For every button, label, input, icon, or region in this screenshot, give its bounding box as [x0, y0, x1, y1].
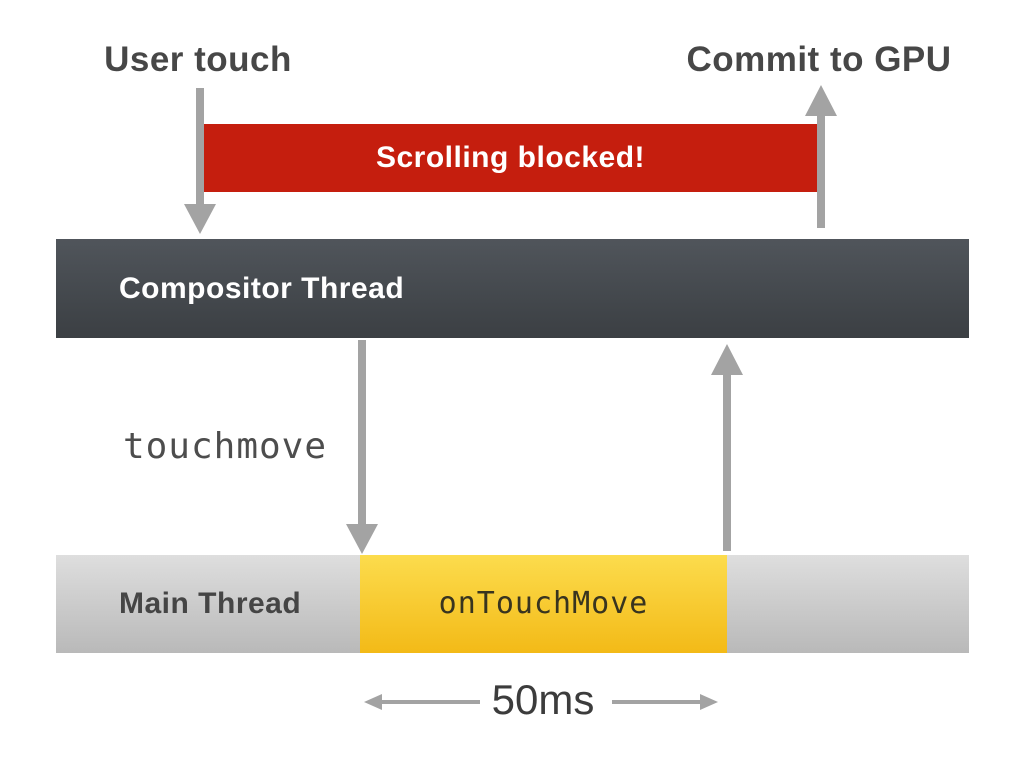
- touchmove-event-label: touchmove: [122, 426, 328, 467]
- user-touch-label: User touch: [104, 40, 292, 79]
- user-touch-arrow-down-icon: [184, 204, 216, 234]
- commit-to-gpu-arrow-line: [817, 116, 825, 228]
- duration-arrow-line-right: [612, 700, 701, 704]
- commit-to-gpu-label: Commit to GPU: [686, 40, 952, 79]
- user-touch-arrow-line: [196, 88, 204, 204]
- compositor-thread-label: Compositor Thread: [119, 272, 405, 305]
- duration-arrow-right-icon: [700, 694, 718, 710]
- commit-to-gpu-arrow-up-icon: [805, 85, 837, 116]
- duration-arrow-line-left: [381, 700, 480, 704]
- main-to-compositor-arrow-up-icon: [711, 344, 743, 375]
- touchmove-arrow-line: [358, 340, 366, 524]
- main-thread-label: Main Thread: [119, 587, 302, 620]
- scrolling-blocked-banner: Scrolling blocked!: [204, 124, 817, 192]
- touchmove-arrow-down-icon: [346, 524, 378, 554]
- duration-arrow-left-icon: [364, 694, 382, 710]
- compositor-thread-bar: Compositor Thread: [56, 239, 969, 338]
- ontouchmove-task-block: onTouchMove: [360, 555, 727, 653]
- main-to-compositor-arrow-line: [723, 374, 731, 551]
- duration-label: 50ms: [491, 676, 595, 723]
